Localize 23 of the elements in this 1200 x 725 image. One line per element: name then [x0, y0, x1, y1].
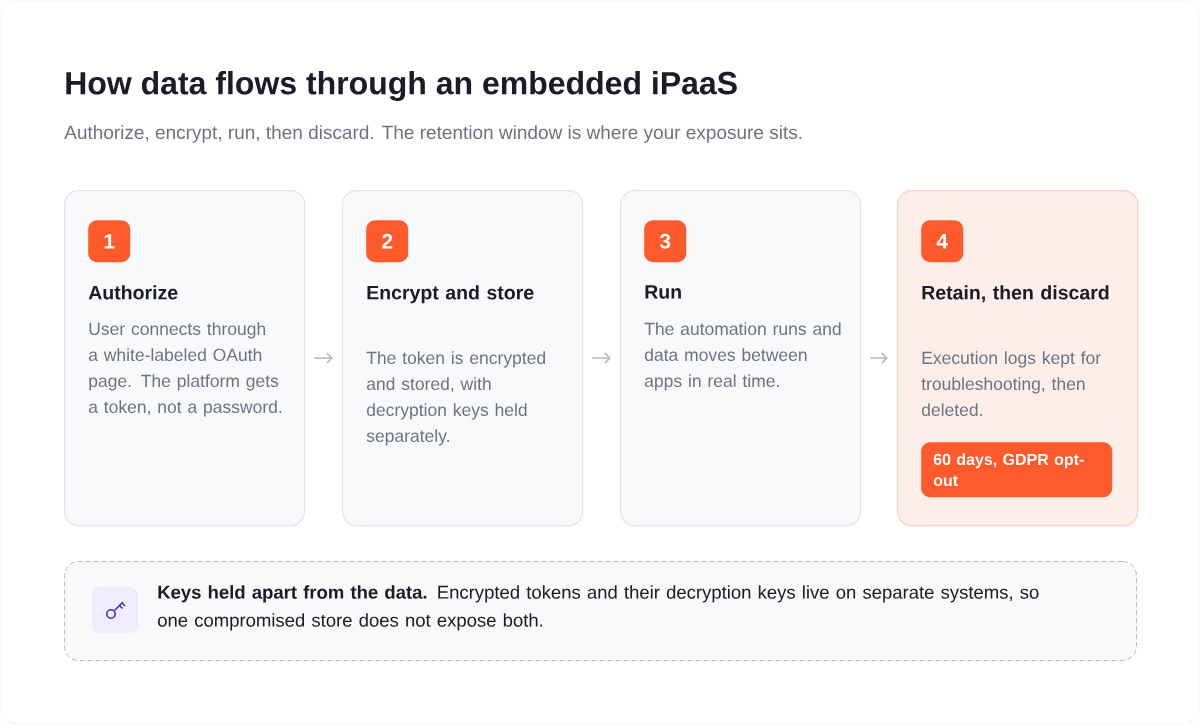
- subtitle: Authorize, encrypt, run, then discard. The retention window is where your exposure sits.: [64, 125, 802, 143]
- arrow: [313, 352, 333, 364]
- step-number-badge: 1: [88, 220, 131, 263]
- arrow: [869, 352, 888, 364]
- step-description: User connects through a white-labeled OAuth page. The platform gets a token, not a password.: [88, 322, 282, 417]
- arrow: [591, 352, 611, 364]
- title: How data flows through an embedded iPaaS: [66, 71, 737, 101]
- step-title: Authorize: [88, 285, 178, 300]
- step-number-badge: 3: [644, 220, 687, 263]
- step-number-badge: 2: [366, 220, 409, 263]
- step-card: [620, 190, 862, 527]
- step-description: Execution logs kept for troubleshooting, then deleted.: [921, 351, 1101, 417]
- step-title: Encrypt and store: [367, 285, 534, 304]
- step-card: [64, 190, 306, 527]
- retention-tag: 60 days, GDPR opt-out: [921, 442, 1113, 498]
- step-title: Run: [645, 285, 681, 299]
- step-card: [342, 190, 584, 527]
- step-description: The automation runs and data moves between apps in real time.: [644, 322, 841, 391]
- step-description: The token is encrypted and stored, with decryption keys held separately.: [366, 351, 545, 446]
- step-number-badge: 4: [921, 220, 964, 263]
- note-box: [64, 561, 1137, 661]
- note-text: Keys held apart from the data. Encrypted tokens and their decryption keys live on separate systems, so one compromised store does not expose both.: [158, 585, 1039, 631]
- step-title: Retain, then discard: [922, 285, 1109, 303]
